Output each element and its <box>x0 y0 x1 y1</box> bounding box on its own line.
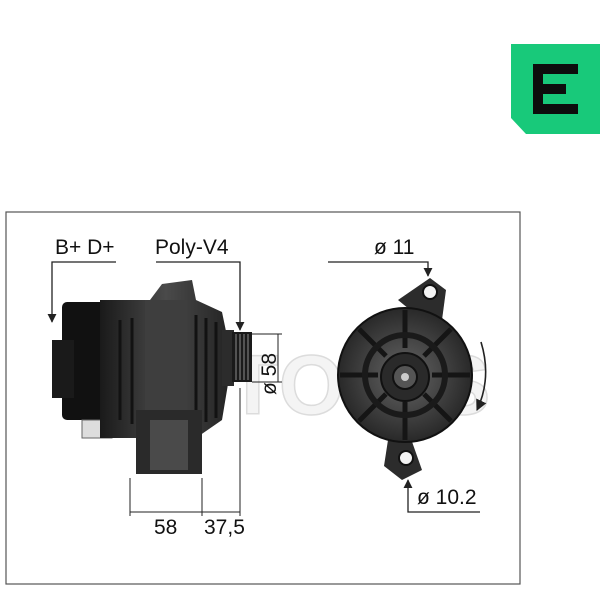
rotation-arrow-icon <box>476 341 487 412</box>
length-b-label: 37,5 <box>204 516 245 539</box>
mount-hole-top-leader <box>328 261 433 277</box>
mount-hole-top-label: ø 11 <box>374 236 414 259</box>
mount-hole-bottom-label: ø 10.2 <box>417 486 477 509</box>
length-dimensions <box>129 388 241 516</box>
mount-hole-bottom-leader <box>403 479 480 513</box>
alternator-front-view <box>337 278 473 480</box>
belt-label: Poly-V4 <box>155 236 229 259</box>
belt-leader <box>156 261 245 331</box>
brand-logo-icon <box>511 44 600 134</box>
pulley-diameter-label: ø 58 <box>258 353 281 395</box>
diagram-frame <box>5 211 521 585</box>
terminals-leader <box>47 261 116 323</box>
alternator-side-view <box>52 280 252 474</box>
length-a-label: 58 <box>154 516 177 539</box>
terminals-label: B+ D+ <box>55 236 115 259</box>
pulley-diameter-dimension <box>252 333 282 383</box>
